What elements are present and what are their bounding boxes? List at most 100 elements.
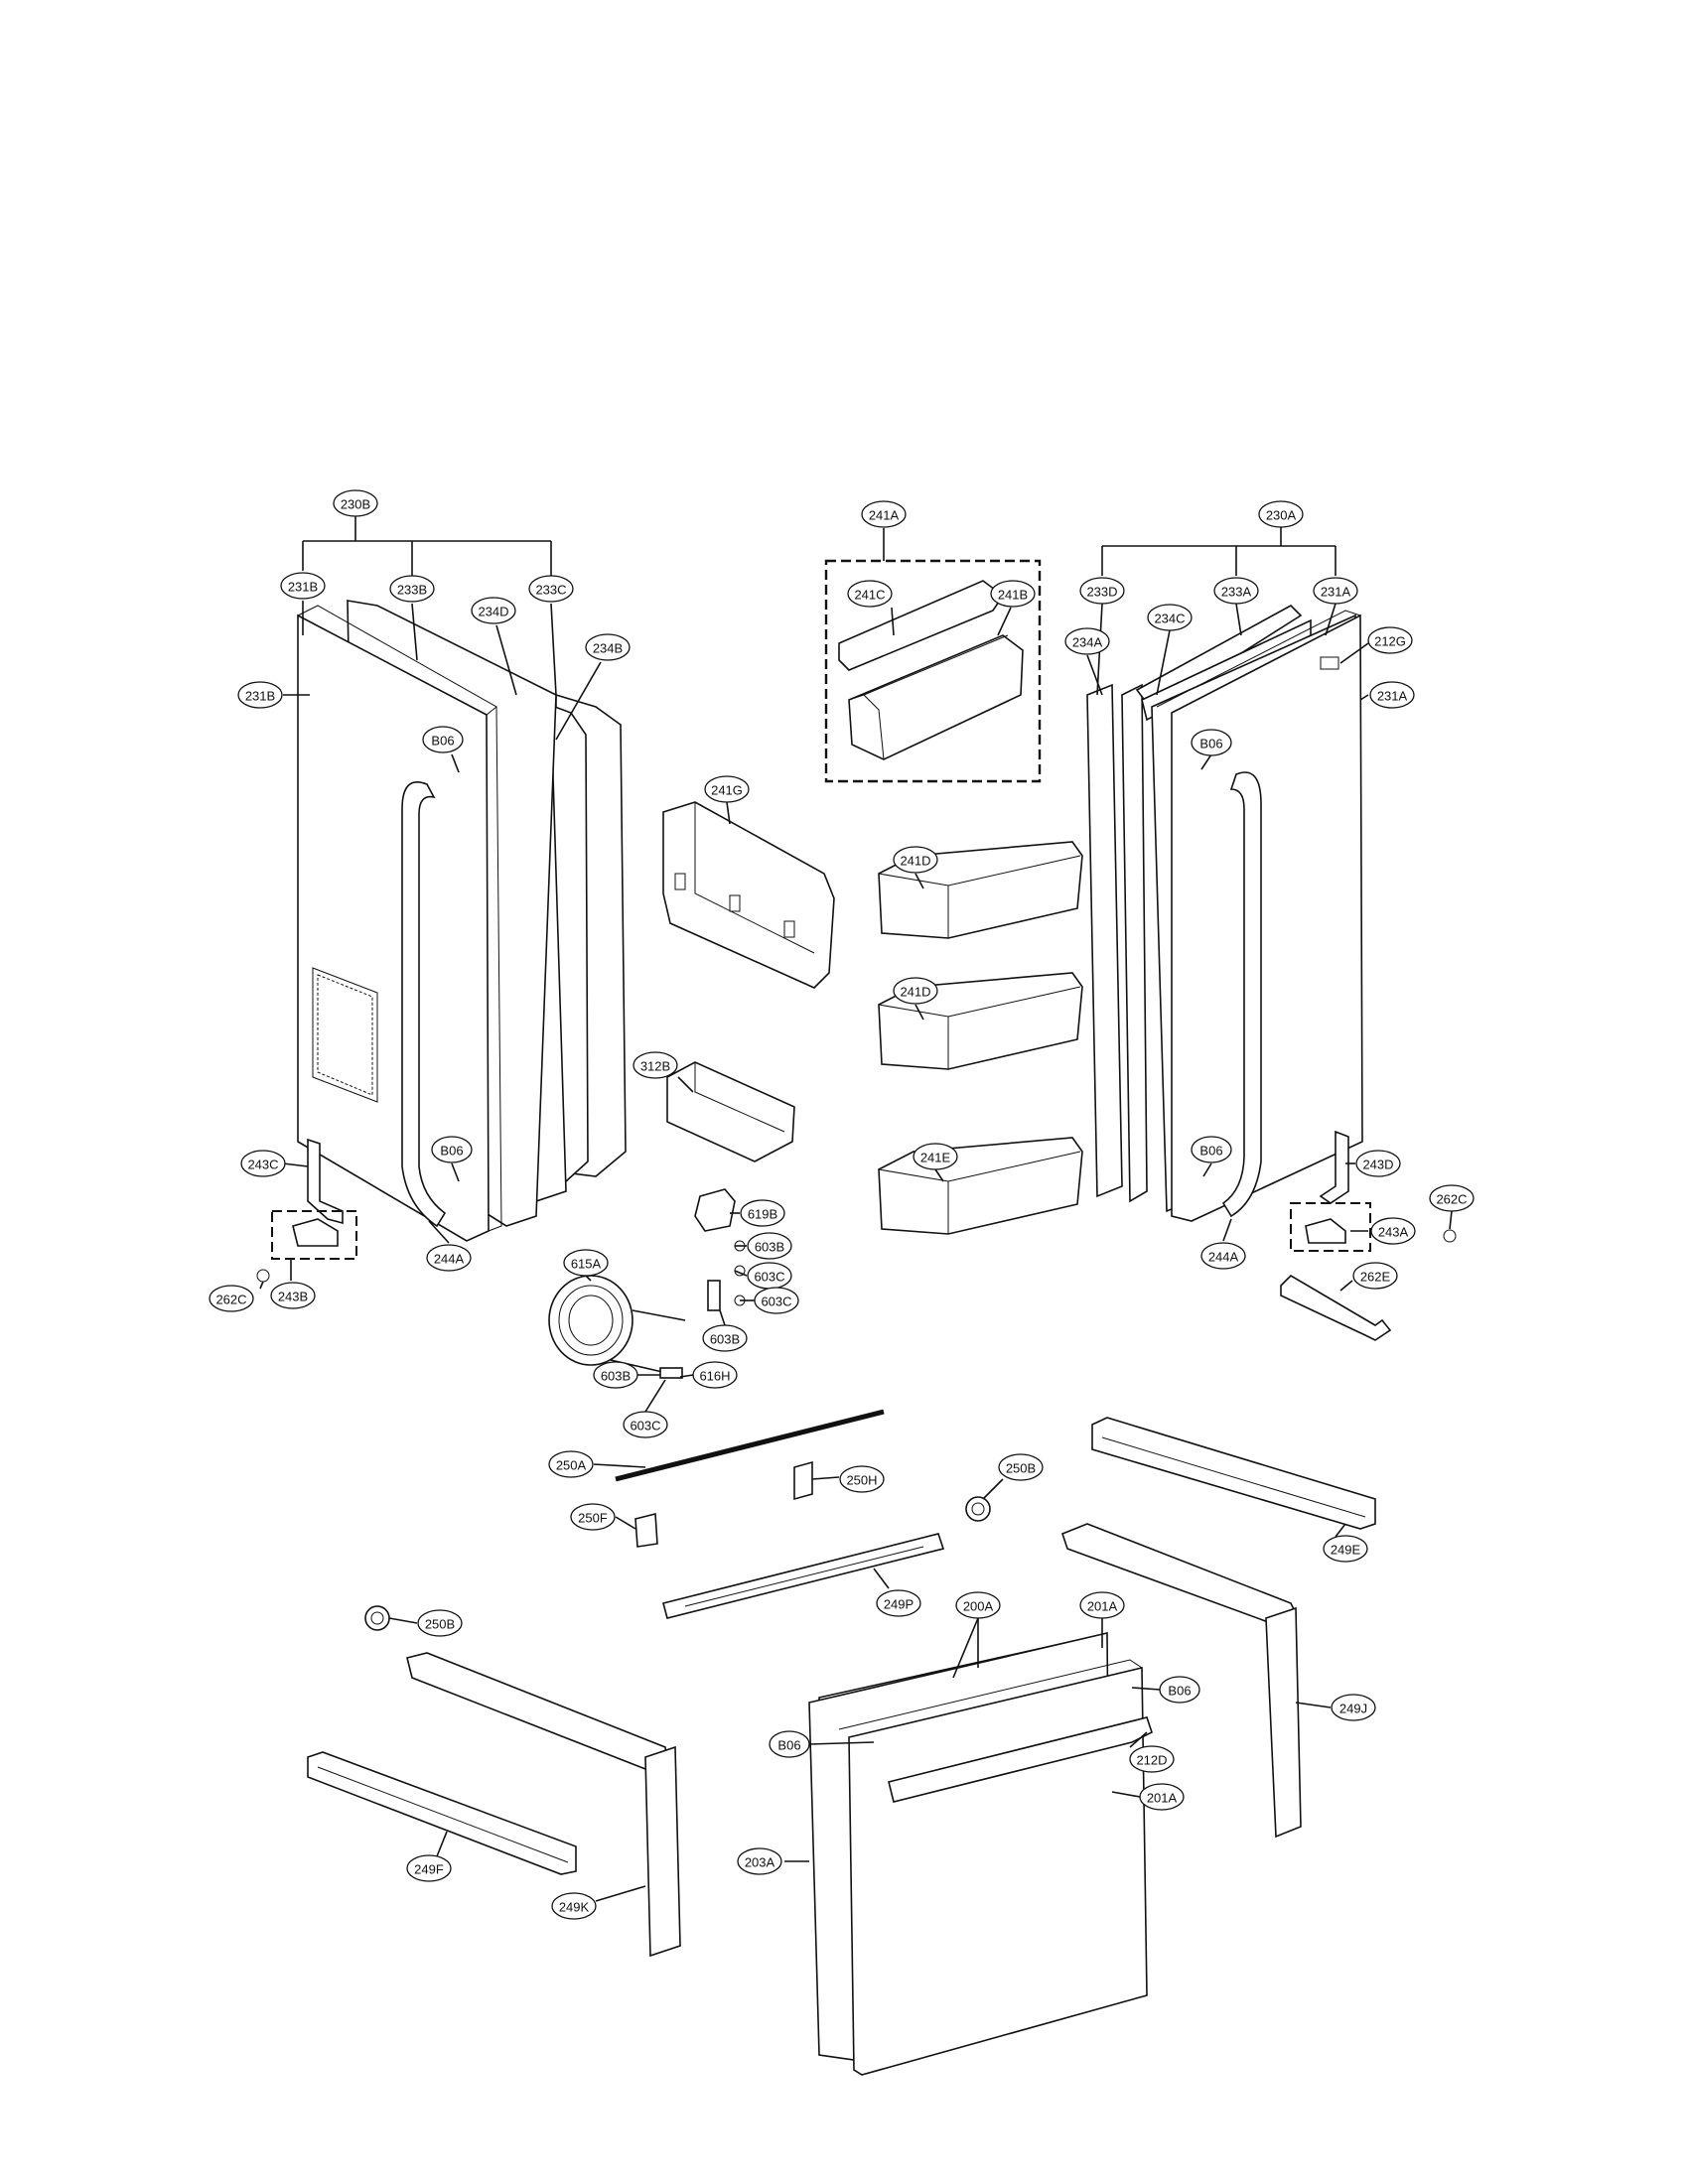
svg-text:201A: 201A [1087, 1599, 1118, 1614]
callout-B06-drawer-l: B06 [769, 1730, 810, 1758]
callout-244A-left: 244A [426, 1244, 472, 1272]
callout-230A: 230A [1258, 500, 1304, 528]
callout-B06-right: B06 [1191, 729, 1232, 756]
svg-text:603C: 603C [754, 1270, 784, 1285]
callout-B06-left-low: B06 [431, 1136, 473, 1163]
svg-text:244A: 244A [434, 1252, 465, 1267]
callout-B06-drawer-r: B06 [1159, 1676, 1200, 1704]
svg-text:212D: 212D [1136, 1753, 1167, 1768]
callout-249E: 249E [1323, 1535, 1368, 1563]
svg-text:243A: 243A [1378, 1225, 1409, 1240]
svg-text:249K: 249K [559, 1900, 590, 1915]
svg-text:312B: 312B [640, 1059, 670, 1074]
callout-241C: 241C [847, 580, 893, 608]
svg-text:231B: 231B [245, 689, 275, 704]
callout-312B: 312B [633, 1051, 678, 1079]
svg-text:603B: 603B [601, 1369, 631, 1384]
svg-text:603C: 603C [630, 1419, 660, 1433]
callout-201A-top: 201A [1079, 1591, 1125, 1619]
callout-249P: 249P [876, 1589, 921, 1617]
callout-234D: 234D [471, 597, 516, 624]
svg-text:250B: 250B [1006, 1461, 1036, 1476]
svg-text:249F: 249F [414, 1862, 444, 1877]
svg-text:241C: 241C [854, 588, 885, 603]
callout-212D: 212D [1129, 1745, 1175, 1773]
svg-text:234B: 234B [593, 641, 623, 656]
callout-231B-side: 231B [237, 681, 283, 709]
callout-603C-b: 603C [754, 1287, 799, 1314]
svg-text:249E: 249E [1331, 1543, 1361, 1558]
callout-615A: 615A [563, 1249, 609, 1277]
svg-text:241D: 241D [900, 985, 930, 1000]
svg-text:233A: 233A [1221, 585, 1252, 600]
callout-243A: 243A [1370, 1217, 1416, 1245]
svg-text:B06: B06 [1168, 1684, 1191, 1699]
callout-250B-left: 250B [417, 1609, 463, 1637]
svg-text:241G: 241G [711, 783, 743, 798]
callout-241G: 241G [704, 775, 750, 803]
callout-B06-right-low: B06 [1191, 1136, 1232, 1163]
svg-text:243D: 243D [1362, 1158, 1393, 1172]
svg-text:233D: 233D [1086, 585, 1117, 600]
callout-619B: 619B [740, 1199, 785, 1227]
svg-text:230A: 230A [1266, 508, 1297, 523]
callout-231B: 231B [280, 572, 326, 600]
callout-249F: 249F [406, 1854, 452, 1882]
callout-241E: 241E [913, 1143, 958, 1170]
svg-text:B06: B06 [1199, 1144, 1222, 1159]
center-bins [548, 559, 1083, 1379]
svg-text:B06: B06 [1199, 737, 1222, 751]
callout-241D-top: 241D [893, 846, 938, 874]
svg-text:244A: 244A [1208, 1250, 1239, 1265]
svg-text:619B: 619B [748, 1207, 777, 1222]
callout-230B: 230B [333, 489, 378, 517]
svg-text:241D: 241D [900, 854, 930, 869]
svg-text:241A: 241A [869, 508, 900, 523]
callout-241A: 241A [861, 500, 907, 528]
callout-262E: 262E [1352, 1262, 1398, 1290]
callout-603B-c: 603B [593, 1361, 638, 1389]
callout-234B: 234B [585, 633, 631, 661]
center-leaders [585, 528, 1012, 1413]
svg-text:B06: B06 [431, 734, 454, 749]
svg-text:233C: 233C [535, 583, 566, 598]
svg-text:B06: B06 [777, 1738, 800, 1753]
svg-text:203A: 203A [745, 1855, 775, 1870]
callout-250F: 250F [570, 1503, 616, 1531]
callout-231A-side: 231A [1369, 681, 1415, 709]
callout-233C: 233C [528, 575, 574, 603]
callout-231A-top: 231A [1313, 577, 1358, 605]
left-leaders [259, 516, 602, 1290]
callout-201A-mid: 201A [1139, 1783, 1185, 1811]
svg-text:250A: 250A [556, 1458, 587, 1473]
svg-text:616H: 616H [699, 1369, 730, 1384]
svg-text:234A: 234A [1072, 635, 1103, 650]
svg-text:250B: 250B [425, 1617, 455, 1632]
svg-text:262E: 262E [1360, 1270, 1391, 1285]
svg-text:241B: 241B [998, 588, 1028, 603]
svg-text:249J: 249J [1339, 1702, 1367, 1716]
svg-text:262C: 262C [215, 1293, 246, 1307]
callout-603B-a: 603B [747, 1232, 792, 1260]
svg-text:234C: 234C [1154, 612, 1185, 626]
callout-243C: 243C [240, 1150, 286, 1177]
callout-249J: 249J [1331, 1694, 1376, 1721]
svg-text:250F: 250F [578, 1511, 608, 1526]
svg-text:249P: 249P [884, 1597, 914, 1612]
left-door-assembly [256, 600, 627, 1283]
svg-text:201A: 201A [1147, 1791, 1178, 1806]
callout-244A-right: 244A [1200, 1242, 1246, 1270]
svg-text:615A: 615A [571, 1257, 602, 1272]
callout-234C: 234C [1147, 604, 1193, 631]
callout-250B-mid: 250B [998, 1453, 1044, 1481]
callout-603C-c: 603C [623, 1411, 668, 1438]
svg-text:250H: 250H [846, 1473, 877, 1488]
callout-603B-b: 603B [702, 1324, 748, 1352]
callout-200A: 200A [955, 1591, 1001, 1619]
svg-text:243B: 243B [278, 1290, 308, 1304]
callout-241D-mid: 241D [893, 977, 938, 1005]
svg-text:262C: 262C [1436, 1192, 1467, 1207]
callout-233D: 233D [1079, 577, 1125, 605]
svg-text:233B: 233B [397, 583, 427, 598]
svg-text:603B: 603B [710, 1332, 740, 1347]
